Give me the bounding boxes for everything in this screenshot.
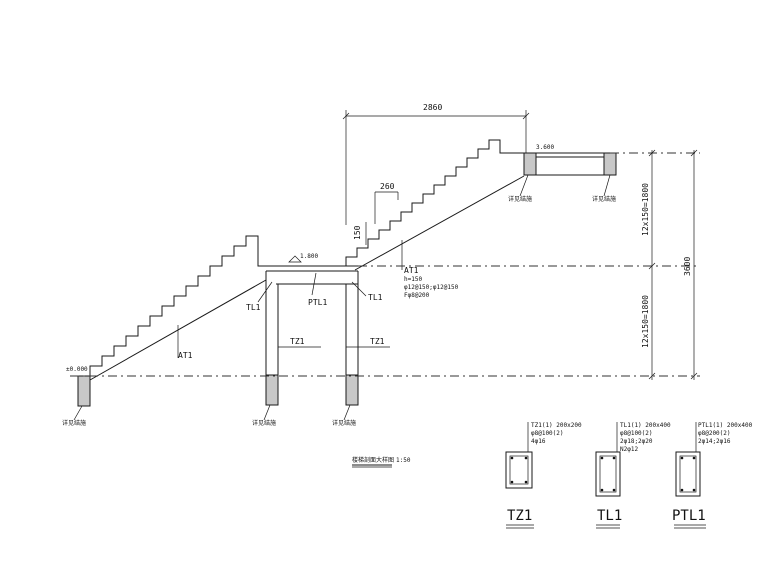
top-level-label: 3.600 <box>536 144 554 151</box>
dim-260-label: 260 <box>380 182 395 191</box>
ptl1-label: PTL1 <box>308 298 327 307</box>
ptl1-sec-line3: 2φ14;2φ16 <box>698 438 731 445</box>
drawing-title-text: 楼梯剖面大样图 <box>352 456 394 464</box>
col-beam-label-right: 详见结施 <box>332 419 356 427</box>
dim-upper-flight-label: 12x150=1800 <box>641 183 650 236</box>
bottom-level-label: ±0.000 <box>66 366 88 373</box>
section-tl1: TL1(1) 200x400 φ8@100(2) 2φ18;2φ20 N2φ12… <box>595 422 671 529</box>
ptl1-sec-line1: PTL1(1) 200x400 <box>698 422 753 429</box>
bottom-support: ±0.000 详见结施 <box>62 366 91 427</box>
drawing-title: 楼梯剖面大样图 1:50 <box>352 456 411 468</box>
drawing-scale-text: 1:50 <box>396 457 411 464</box>
tl1-sec-line1: TL1(1) 200x400 <box>620 422 671 429</box>
tz1-label-left: TZ1 <box>290 337 305 346</box>
columns: TZ1 TZ1 详见结施 详见结施 <box>252 271 390 427</box>
dim-2860-label: 2860 <box>423 103 442 112</box>
mid-landing: 1.800 <box>266 253 358 285</box>
step-detail: 260 150 <box>353 182 399 245</box>
ptl1-sec-title: PTL1 <box>672 508 706 524</box>
at1-upper-rebar: φ12@150;φ12@150 <box>404 284 459 291</box>
bottom-beam-label: 详见结施 <box>62 419 86 427</box>
tz1-label-right: TZ1 <box>370 337 385 346</box>
tz1-sec-line1: TZ1(1) 200x200 <box>531 422 582 429</box>
at1-upper-h: h=150 <box>404 276 422 283</box>
top-beam-label-left: 详见结施 <box>508 195 532 203</box>
tl1-sec-line4: N2φ12 <box>620 446 638 453</box>
at1-upper-label: AT1 <box>404 266 419 275</box>
upper-flight-slab <box>354 175 525 271</box>
at1-upper-dist: Fφ8@200 <box>404 292 430 299</box>
dim-right: 12x150=1800 12x150=1800 3600 <box>641 149 698 380</box>
upper-flight-steps <box>345 139 524 266</box>
member-labels: TL1 TL1 PTL1 AT1 AT1 h=150 φ12@150;φ12@1… <box>177 240 459 360</box>
at1-lower-label: AT1 <box>178 351 193 360</box>
section-tz1: TZ1(1) 200x200 φ8@100(2) 4φ16 TZ1 <box>505 422 582 529</box>
col-beam-label-left: 详见结施 <box>252 419 276 427</box>
dim-lower-flight-label: 12x150=1800 <box>641 295 650 348</box>
ptl1-sec-line2: φ8@200(2) <box>698 430 731 437</box>
dim-3600-label: 3600 <box>683 257 692 276</box>
mid-level-label: 1.800 <box>300 253 318 260</box>
tz1-sec-line2: φ8@100(2) <box>531 430 564 437</box>
tl1-label-left: TL1 <box>246 303 261 312</box>
tl1-sec-title: TL1 <box>597 508 622 524</box>
dim-top: 2860 <box>342 103 530 225</box>
tl1-sec-line2: φ8@100(2) <box>620 430 653 437</box>
top-landing: 3.600 详见结施 详见结施 <box>508 144 617 203</box>
section-ptl1: PTL1(1) 200x400 φ8@200(2) 2φ14;2φ16 PTL1 <box>672 422 753 529</box>
tl1-sec-line3: 2φ18;2φ20 <box>620 438 653 445</box>
lower-flight-steps <box>89 235 266 376</box>
tz1-sec-line3: 4φ16 <box>531 438 546 445</box>
tl1-label-right: TL1 <box>368 293 383 302</box>
dim-150-label: 150 <box>353 225 362 240</box>
top-beam-label-right: 详见结施 <box>592 195 616 203</box>
tz1-sec-title: TZ1 <box>507 508 532 524</box>
